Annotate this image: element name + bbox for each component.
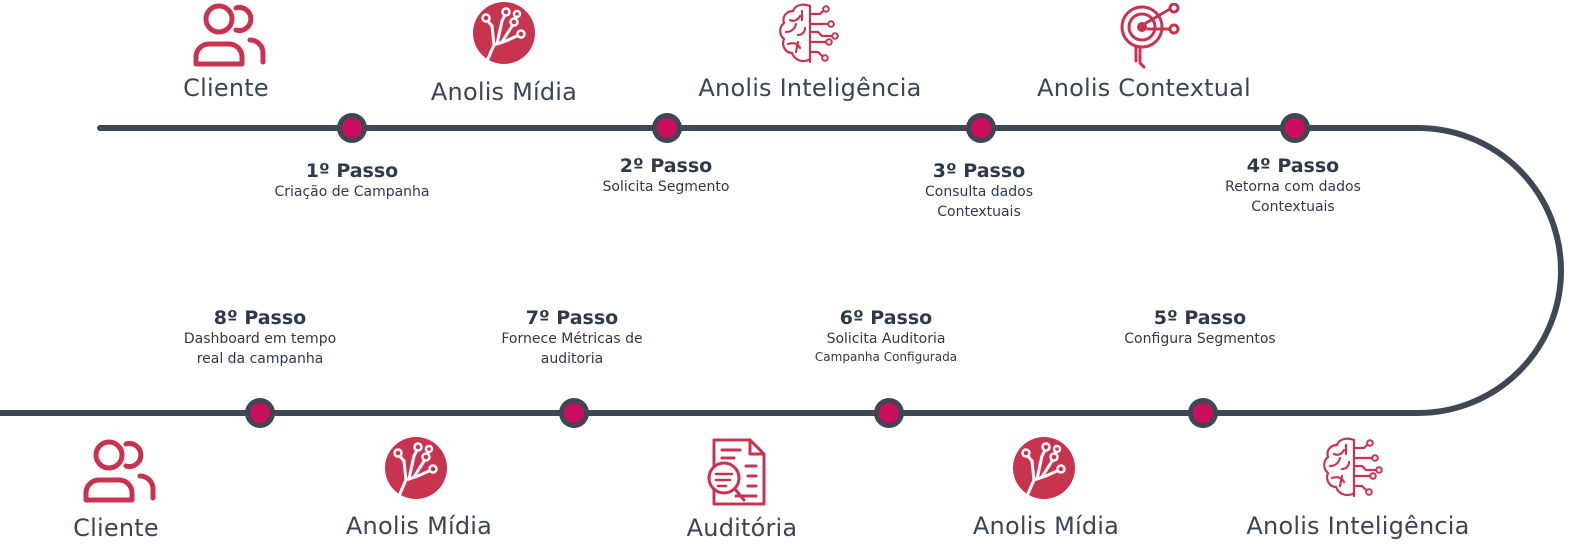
step-node-4 <box>1280 113 1310 143</box>
step-title: 2º Passo <box>619 155 713 177</box>
step-sub: Campanha Configurada <box>814 350 958 364</box>
step-3: 3º Passo Consulta dados Contextuais <box>925 160 1033 222</box>
entity-label: Anolis Mídia <box>345 512 493 540</box>
step-desc: Contextuais <box>1251 199 1335 215</box>
step-node-2 <box>652 113 682 143</box>
step-1: 1º Passo Criação de Campanha <box>274 160 429 202</box>
step-title: 3º Passo <box>932 160 1026 182</box>
step-desc: Solicita Segmento <box>602 179 730 195</box>
step-title: 4º Passo <box>1246 155 1340 177</box>
step-title: 1º Passo <box>305 160 399 182</box>
step-8: 8º Passo Dashboard em tempo real da camp… <box>184 307 336 369</box>
brain-circuit-icon <box>779 3 839 64</box>
step-node-8 <box>245 398 275 428</box>
users-icon <box>193 3 266 67</box>
entity-label: Anolis Inteligência <box>1246 512 1470 540</box>
entity-label: Cliente <box>73 514 159 542</box>
step-node-1 <box>337 113 367 143</box>
step-desc: Criação de Campanha <box>274 184 430 200</box>
step-title: 6º Passo <box>839 307 933 329</box>
users-icon <box>83 439 156 503</box>
step-6: 6º Passo Solicita Auditoria Campanha Con… <box>815 307 957 365</box>
target-search-icon <box>1120 3 1180 69</box>
brain-circuit-icon <box>1323 437 1383 498</box>
step-desc: real da campanha <box>196 351 324 367</box>
track-line <box>0 125 1564 416</box>
step-desc: auditoria <box>540 351 604 367</box>
step-node-3 <box>966 113 996 143</box>
entity-label: Anolis Mídia <box>430 78 578 106</box>
step-node-7 <box>559 398 589 428</box>
step-node-5 <box>1188 398 1218 428</box>
step-4: 4º Passo Retorna com dados Contextuais <box>1225 155 1361 217</box>
step-desc: Dashboard em tempo <box>183 331 337 347</box>
step-title: 5º Passo <box>1153 307 1247 329</box>
step-desc: Contextuais <box>937 204 1021 220</box>
entity-label: Anolis Mídia <box>972 512 1120 540</box>
entity-label: Anolis Inteligência <box>698 74 922 102</box>
step-7: 7º Passo Fornece Métricas de auditoria <box>501 307 642 369</box>
document-search-icon <box>707 438 766 506</box>
step-desc: Solicita Auditoria <box>826 331 946 347</box>
step-node-6 <box>874 398 904 428</box>
hand-network-icon <box>1013 437 1075 499</box>
hand-network-icon <box>385 437 447 499</box>
step-5: 5º Passo Configura Segmentos <box>1124 307 1275 349</box>
entity-label: Auditória <box>686 514 798 542</box>
hand-network-icon <box>473 2 535 64</box>
entity-label: Anolis Contextual <box>1037 74 1251 102</box>
step-desc: Retorna com dados <box>1225 179 1361 195</box>
entity-label: Cliente <box>183 74 269 102</box>
step-2: 2º Passo Solicita Segmento <box>603 155 730 197</box>
step-title: 7º Passo <box>525 307 619 329</box>
step-desc: Configura Segmentos <box>1124 331 1276 347</box>
step-desc: Fornece Métricas de <box>501 331 643 347</box>
step-desc: Consulta dados <box>924 184 1034 200</box>
step-title: 8º Passo <box>213 307 307 329</box>
